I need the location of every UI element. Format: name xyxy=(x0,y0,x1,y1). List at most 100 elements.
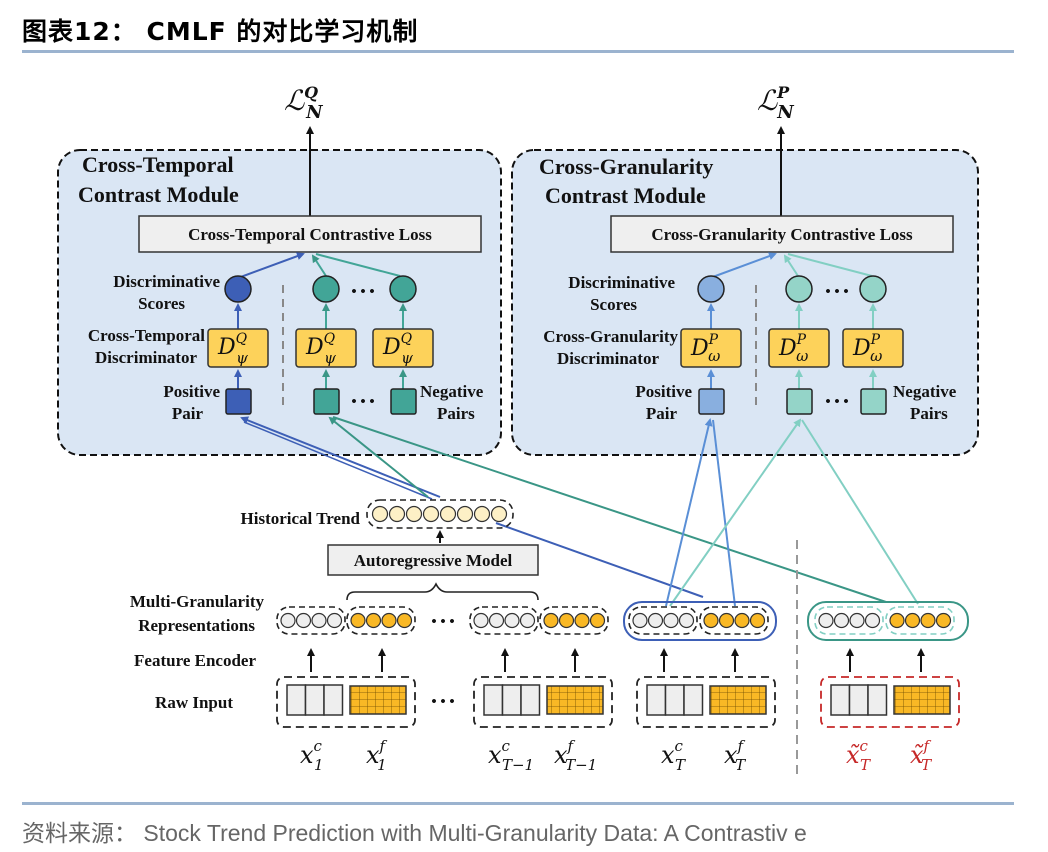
trend-dot xyxy=(439,505,457,523)
coarse-cell xyxy=(664,684,685,716)
repr-dot xyxy=(311,612,327,629)
autoregressive-model-label: Autoregressive Model xyxy=(354,551,513,570)
score-to-loss-line xyxy=(783,254,799,277)
trend-to-current-line xyxy=(495,522,704,598)
loss-box xyxy=(138,215,482,253)
negative-discriminator-box xyxy=(372,328,434,368)
coarse-cell xyxy=(646,684,667,716)
trend-dot xyxy=(388,505,406,523)
module-title-line1: Cross-Granularity xyxy=(539,154,713,179)
score-to-loss-line xyxy=(311,254,327,277)
score-to-loss-line xyxy=(709,252,777,279)
negative-discriminator-box xyxy=(295,328,357,368)
repr-dot xyxy=(703,612,719,629)
positive-label-1: Positive xyxy=(635,382,692,401)
positive-discriminator-box xyxy=(207,328,269,368)
coarse-to-positive-line xyxy=(665,418,713,607)
negative-label-1: Negative xyxy=(893,382,957,401)
loss-box xyxy=(610,215,954,253)
positive-pair-node xyxy=(225,388,252,415)
pipeline: Historical Trend Autoregressive Model Mu… xyxy=(130,499,969,778)
discriminator-label-2: Discriminator xyxy=(557,349,659,368)
raw-input-label: Raw Input xyxy=(155,693,233,712)
repr-dot xyxy=(864,612,881,629)
repr-dot xyxy=(904,612,921,629)
negative-label-1: Negative xyxy=(420,382,484,401)
ellipsis: • • • xyxy=(825,284,848,300)
positive-score-node xyxy=(697,275,725,303)
negative-score-node xyxy=(312,275,340,303)
ellipsis: • • • xyxy=(351,284,374,300)
repr-dot xyxy=(647,612,664,629)
negative-discriminator-box xyxy=(768,328,830,368)
fine-grid xyxy=(546,685,604,715)
feature-encoder-arrows xyxy=(307,648,925,672)
loss-box-label: Cross-Granularity Contrastive Loss xyxy=(651,225,913,244)
negative-label-2: Pairs xyxy=(910,404,948,423)
positive-label-2: Pair xyxy=(172,404,204,423)
module-title-line2: Contrast Module xyxy=(78,182,239,207)
fine-grid xyxy=(893,685,951,715)
coarse-cell xyxy=(830,684,851,716)
current-representation-container xyxy=(623,601,777,641)
module-title-line1: Cross-Temporal xyxy=(82,152,234,177)
fine-grid xyxy=(709,685,767,715)
feature-encoder-label: Feature Encoder xyxy=(134,651,256,670)
coarse-cell xyxy=(520,684,541,716)
coarse-repr-t1-container xyxy=(276,606,346,635)
repr-dot xyxy=(350,612,366,629)
repr-dot xyxy=(920,612,936,629)
repr-dot xyxy=(473,612,489,629)
representation-groups xyxy=(276,606,955,635)
scores-label-1: Discriminative xyxy=(568,273,675,292)
discriminator-label-1: Cross-Temporal xyxy=(88,326,205,345)
source-divider xyxy=(22,802,1014,805)
scores-label-2: Scores xyxy=(590,295,637,314)
positive-label-2: Pair xyxy=(646,404,678,423)
fine-to-positive-line xyxy=(712,419,736,607)
trend-dot xyxy=(456,505,474,523)
negative-pair-node xyxy=(390,388,417,415)
fine-grid xyxy=(349,685,407,715)
repr-dot xyxy=(381,612,397,629)
figure-title: 图表12： CMLF 的对比学习机制 xyxy=(22,17,419,46)
augmented-to-negative-line xyxy=(332,416,887,603)
repr-dot xyxy=(889,612,905,629)
discriminator-label-1: Cross-Granularity xyxy=(543,327,678,346)
trend-to-negative-line xyxy=(328,416,429,498)
historical-trend-dots xyxy=(371,505,508,523)
negative-label-2: Pairs xyxy=(437,404,475,423)
mg-repr-label-1: Multi-Granularity xyxy=(130,592,265,611)
repr-dot xyxy=(749,612,766,629)
repr-dot xyxy=(833,612,850,629)
score-to-loss-line xyxy=(787,253,873,277)
negative-pair-node xyxy=(860,388,887,415)
repr-dot xyxy=(396,612,413,629)
repr-dot xyxy=(280,612,296,629)
negative-score-node xyxy=(859,275,887,303)
negative-pair-node xyxy=(786,388,813,415)
discriminator-label-2: Discriminator xyxy=(95,348,197,367)
trend-dot xyxy=(490,505,508,523)
repr-dot xyxy=(295,612,312,629)
title-divider xyxy=(22,50,1014,53)
negative-score-node xyxy=(389,275,417,303)
score-to-loss-line xyxy=(237,252,305,279)
loss-box-label: Cross-Temporal Contrastive Loss xyxy=(188,225,432,244)
repr-dot xyxy=(574,612,590,629)
